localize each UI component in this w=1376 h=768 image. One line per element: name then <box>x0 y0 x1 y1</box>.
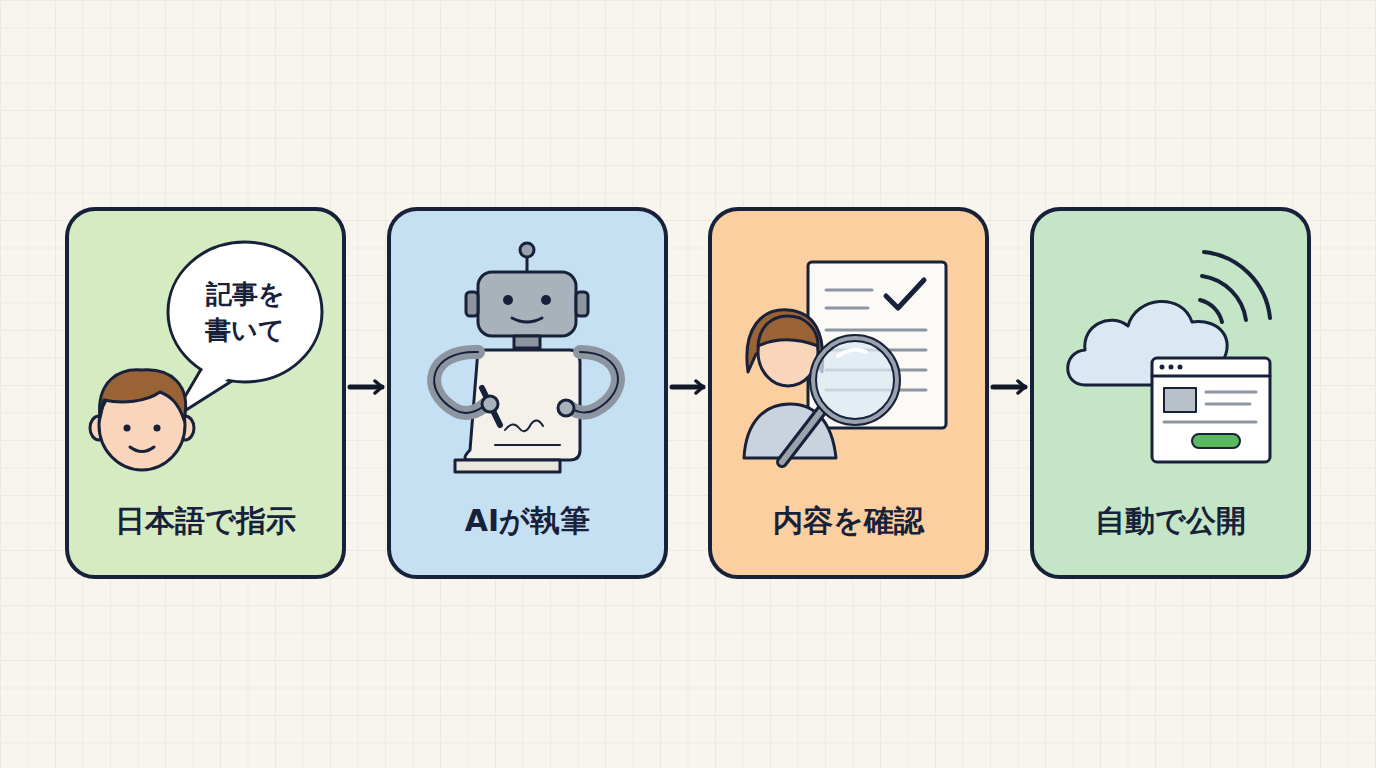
bubble-outline <box>165 239 325 385</box>
step-box: 日本語で指示 記事を 書いて <box>65 207 346 579</box>
step-label: 内容を確認 <box>773 501 924 541</box>
step-box: AIが執筆 <box>387 207 668 579</box>
reviewer-icon <box>744 262 946 462</box>
publish-icon <box>1068 252 1270 462</box>
speech-text: 記事を 書いて <box>193 276 297 348</box>
step-label: AIが執筆 <box>465 501 590 541</box>
flow-arrow <box>672 385 703 390</box>
person-icon <box>90 370 194 470</box>
step-label: 自動で公開 <box>1095 501 1246 541</box>
flow-arrow <box>993 385 1025 390</box>
step-label: 日本語で指示 <box>115 501 296 541</box>
robot-icon <box>434 243 618 472</box>
step-box: 内容を確認 <box>708 207 989 579</box>
flow-arrow <box>350 385 382 390</box>
speech-bubble: 記事を 書いて <box>165 239 325 385</box>
step-box: 自動で公開 <box>1030 207 1311 579</box>
